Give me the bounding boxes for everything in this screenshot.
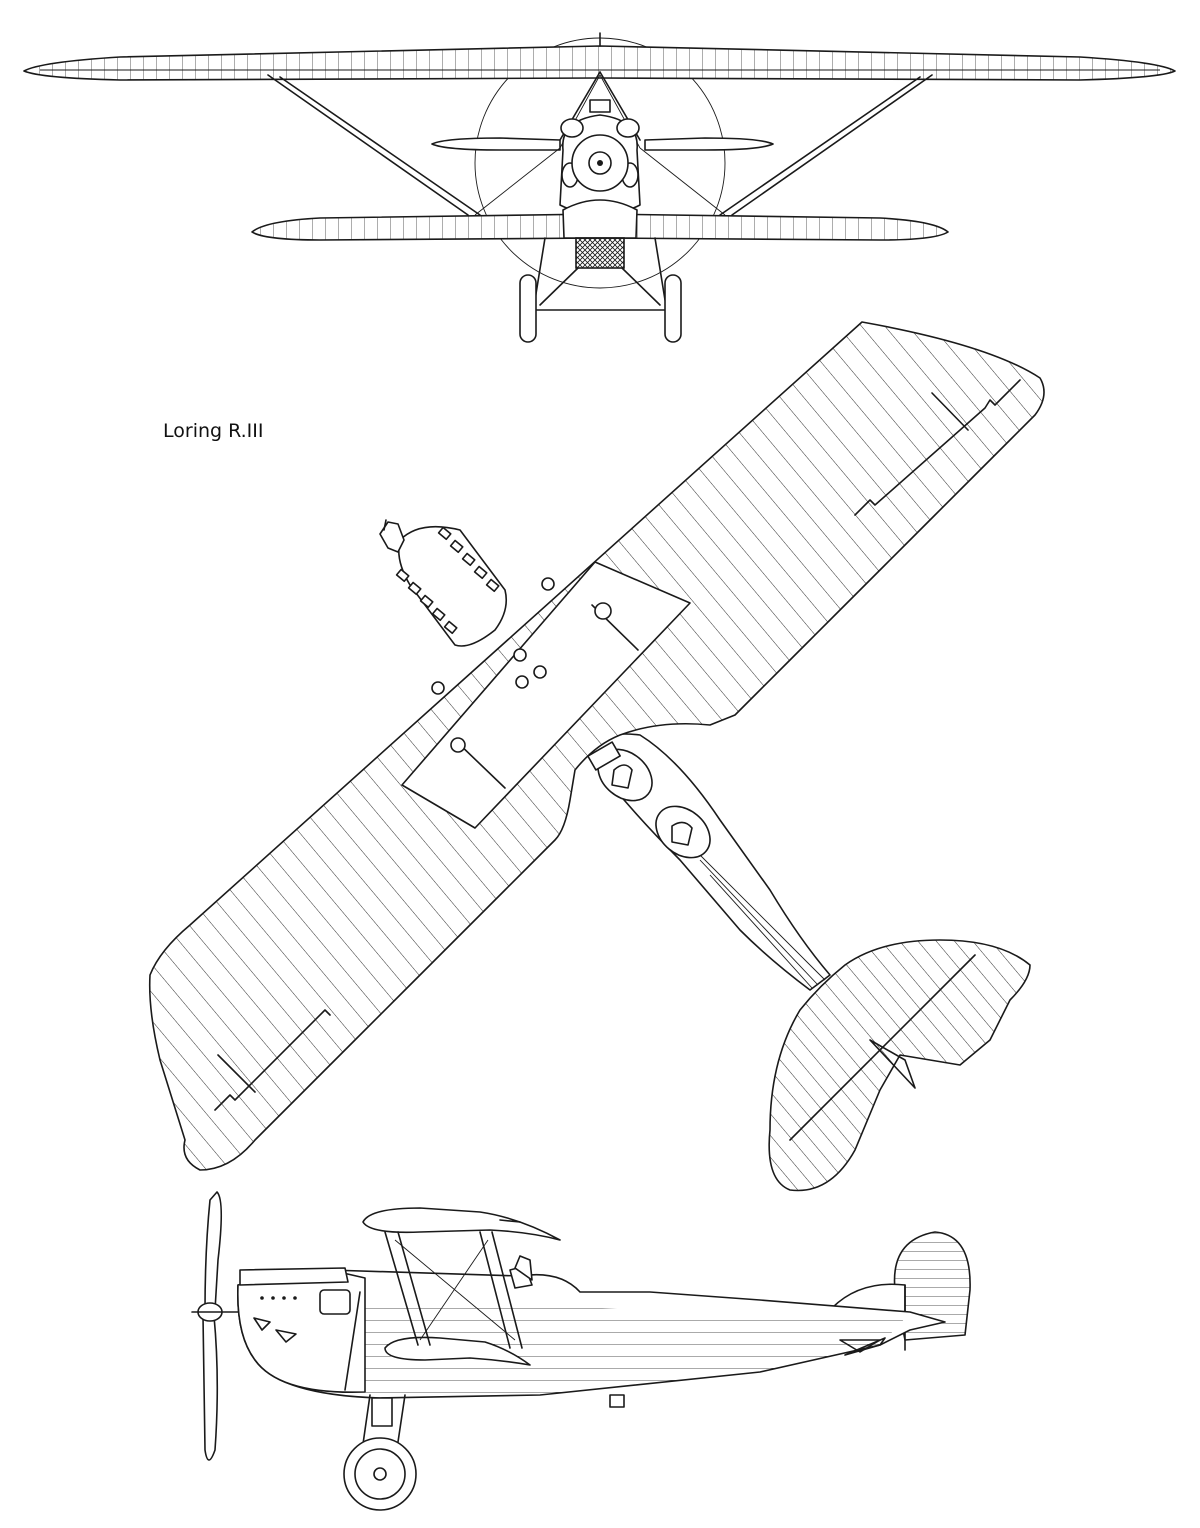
front-view	[23, 32, 1176, 343]
radiator-grille	[575, 237, 625, 269]
upper-wing-front	[23, 32, 1176, 81]
engine-plan	[379, 519, 508, 647]
lower-wing-side	[384, 1336, 531, 1366]
propeller-side	[191, 1191, 239, 1461]
upper-wing-side	[362, 1207, 561, 1241]
interplane-struts-side	[344, 1231, 523, 1391]
side-view	[191, 1191, 971, 1511]
tailplane-plan	[768, 939, 1031, 1192]
engine-front	[559, 114, 641, 239]
fuselage-side	[237, 1265, 946, 1399]
centre-section-plan	[401, 561, 691, 829]
cockpits-plan	[587, 741, 711, 859]
landing-gear-side	[343, 1337, 886, 1511]
main-wing-plan	[148, 321, 1045, 1171]
landing-gear-front	[519, 237, 682, 343]
windscreen-front	[589, 99, 611, 113]
lower-wing-stubs-front	[431, 137, 774, 151]
aircraft-name-label: Loring R.III	[163, 420, 264, 442]
plan-view	[148, 321, 1045, 1192]
windscreen-side	[514, 1255, 533, 1281]
